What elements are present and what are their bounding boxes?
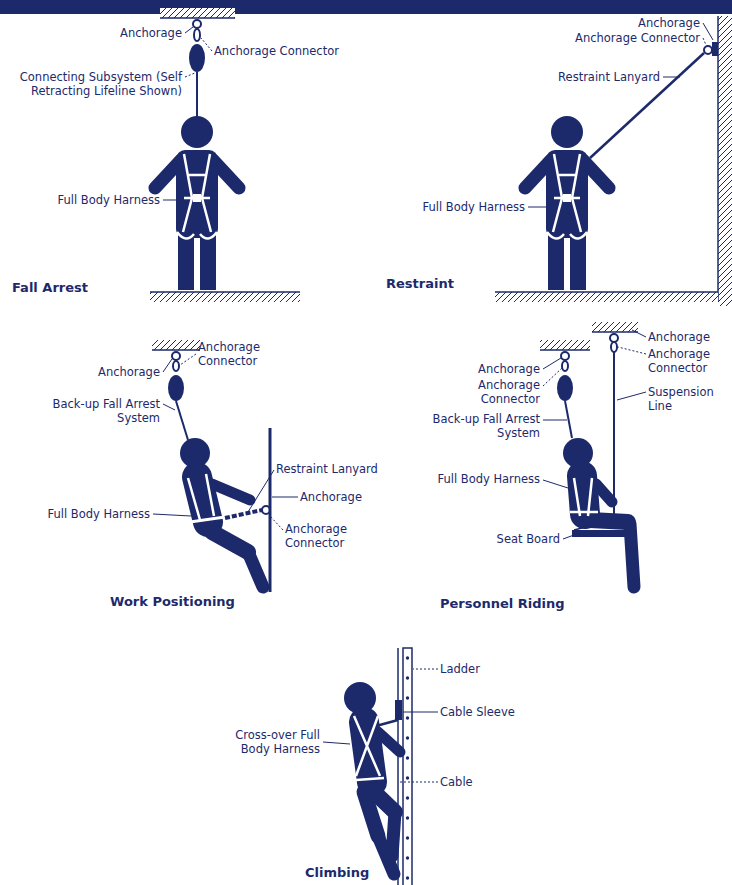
part-label: Anchorage: [648, 330, 728, 344]
part-label: Anchorage: [40, 365, 160, 379]
leader-lines: [163, 27, 212, 200]
part-label: Back-up Fall Arrest System: [40, 397, 160, 425]
part-label: Seat Board: [420, 532, 560, 546]
part-label: Anchorage Connector: [198, 340, 278, 368]
part-label: Cable Sleeve: [440, 705, 580, 719]
part-label: Cross-over Full Body Harness: [230, 728, 320, 756]
part-label: Restraint Lanyard: [276, 462, 416, 476]
part-label: Restraint Lanyard: [520, 70, 660, 84]
leader-lines: [528, 23, 713, 207]
climbing-figure: [344, 648, 412, 885]
part-label: Ladder: [440, 662, 560, 676]
part-label: Anchorage: [300, 490, 380, 504]
panel-title: Personnel Riding: [440, 596, 640, 612]
leader-lines: [153, 354, 298, 530]
part-label: Full Body Harness: [40, 507, 150, 521]
panel-title: Restraint: [386, 276, 526, 292]
part-label: Back-up Fall Arrest System: [420, 412, 540, 440]
part-label: Connecting Subsystem (Self Retracting Li…: [10, 70, 182, 98]
restraint-figure: [495, 16, 732, 306]
part-label: Anchorage: [420, 362, 540, 376]
panel-title: Work Positioning: [110, 594, 290, 610]
leader-lines: [323, 669, 438, 782]
part-label: Full Body Harness: [420, 472, 540, 486]
part-label: Anchorage Connector: [540, 31, 700, 45]
leader-lines: [543, 330, 646, 539]
part-label: Anchorage Connector: [214, 44, 374, 58]
panel-title: Fall Arrest: [12, 280, 152, 296]
panel-title: Climbing: [305, 865, 425, 881]
part-label: Cable: [440, 775, 560, 789]
part-label: Anchorage Connector: [648, 347, 728, 375]
part-label: Anchorage: [90, 26, 182, 40]
work-positioning-figure: [152, 340, 270, 592]
part-label: Full Body Harness: [405, 200, 525, 214]
header-band: [0, 0, 732, 14]
part-label: Anchorage: [560, 16, 700, 30]
personnel-riding-figure: [540, 322, 638, 587]
part-label: Anchorage Connector: [440, 378, 540, 406]
part-label: Full Body Harness: [40, 193, 160, 207]
part-label: Suspension Line: [648, 385, 728, 413]
part-label: Anchorage Connector: [285, 522, 365, 550]
